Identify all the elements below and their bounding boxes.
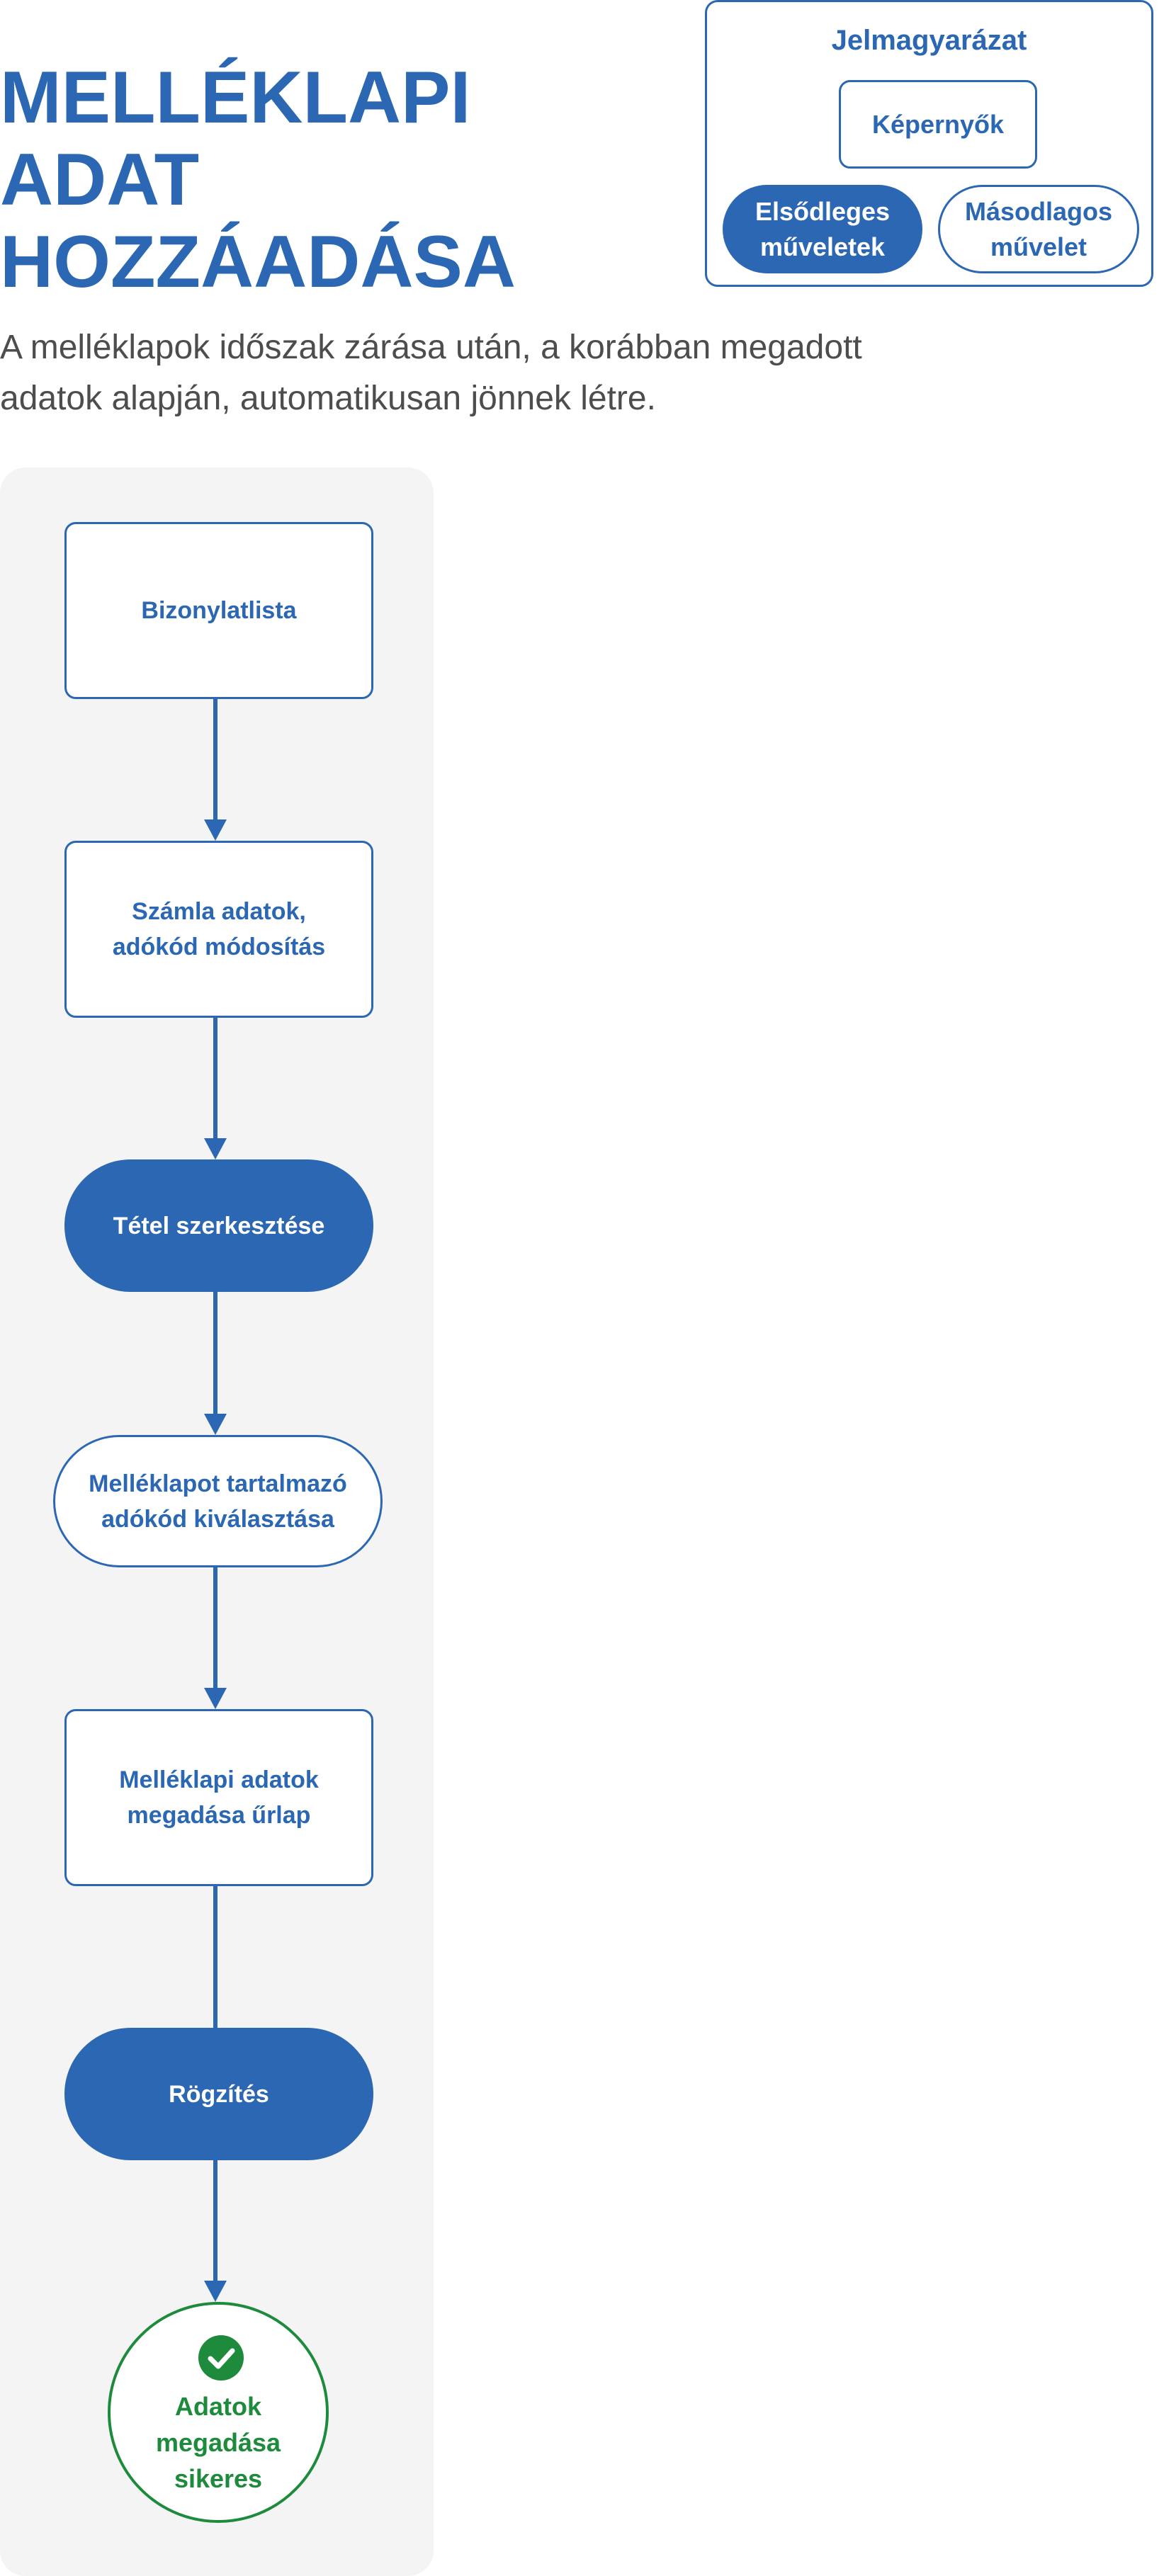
arrowhead-icon: [204, 819, 227, 841]
arrowhead-icon: [204, 1138, 227, 1159]
page-subtitle: A melléklapok időszak zárása után, a kor…: [0, 329, 862, 417]
legend-primary-label: Elsődleges műveletek: [755, 196, 891, 261]
flow-step-szamla-adatok: Számla adatok, adókód módosítás: [64, 841, 373, 1018]
flow-step-label: Tétel szerkesztése: [113, 1212, 325, 1239]
flow-arrow: [213, 2160, 217, 2281]
arrowhead-icon: [204, 1688, 227, 1709]
flow-arrow: [213, 699, 217, 819]
check-circle-icon: [198, 2335, 244, 2381]
flow-step-adokod-kivalasztasa: Melléklapot tartalmazó adókód kiválasztá…: [53, 1435, 383, 1567]
flow-step-bizonylatlista: Bizonylatlista: [64, 522, 373, 699]
flow-step-label: Számla adatok, adókód módosítás: [112, 898, 326, 960]
flow-end-success: Adatok megadása sikeres: [108, 2302, 329, 2523]
flow-arrow: [213, 1292, 217, 1414]
flow-arrow: [213, 1018, 217, 1138]
arrowhead-icon: [204, 1414, 227, 1435]
flow-step-mellekletapi-urlap: Melléklapi adatok megadása űrlap: [64, 1709, 373, 1886]
legend-title: Jelmagyarázat: [831, 25, 1027, 56]
flow-step-tetel-szerkesztese: Tétel szerkesztése: [64, 1159, 373, 1292]
flow-arrow: [213, 1567, 217, 1688]
flow-end-label: Adatok megadása sikeres: [155, 2392, 281, 2493]
legend-secondary-label: Másodlagos művelet: [964, 196, 1113, 261]
legend-screen-label: Képernyők: [871, 109, 1005, 139]
legend-screen-sample: Képernyők: [839, 80, 1037, 169]
legend: Jelmagyarázat Képernyők Elsődleges művel…: [705, 0, 1153, 287]
flow-step-label: Melléklapot tartalmazó adókód kiválasztá…: [89, 1470, 347, 1533]
page-title: MELLÉKLAPI ADAT HOZZÁADÁSA: [0, 57, 516, 303]
arrowhead-icon: [204, 2281, 227, 2302]
flow-step-label: Rögzítés: [169, 2080, 269, 2108]
flow-step-rogzites: Rögzítés: [64, 2028, 373, 2160]
legend-primary-sample: Elsődleges műveletek: [723, 185, 922, 273]
flow-step-label: Melléklapi adatok megadása űrlap: [119, 1766, 319, 1829]
flow-step-label: Bizonylatlista: [141, 597, 297, 624]
flow-arrow: [213, 1886, 217, 2028]
legend-secondary-sample: Másodlagos művelet: [938, 185, 1139, 273]
